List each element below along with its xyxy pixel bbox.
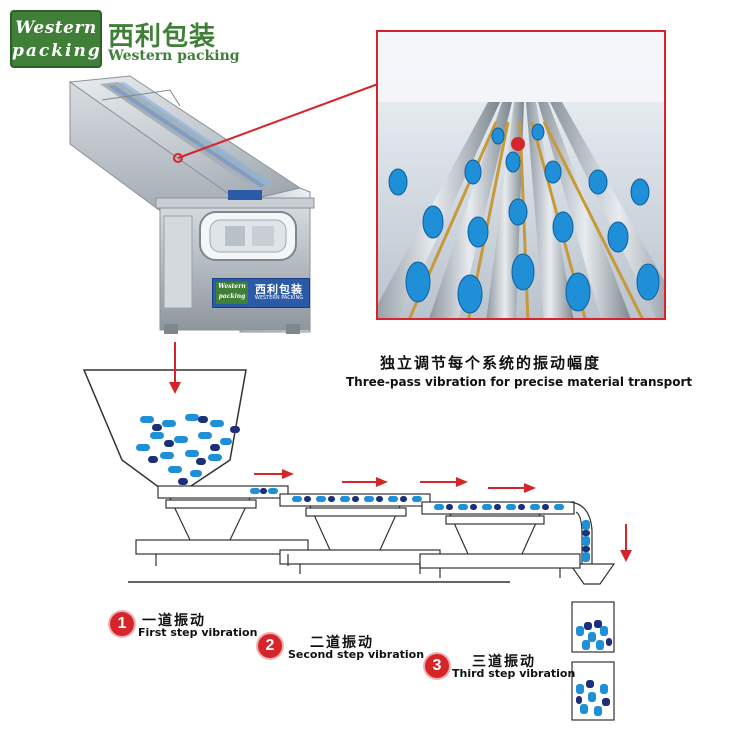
step-3-label-en: Third step vibration <box>452 667 576 680</box>
hopper-capsules <box>136 414 240 485</box>
support-frames <box>135 497 581 578</box>
step-2-label-en: Second step vibration <box>288 648 425 661</box>
vibration-process-diagram <box>82 342 632 721</box>
machine-nameplate: Western packing 西利包装 WESTERN PACKING <box>212 278 310 308</box>
brand-name-en: Western packing <box>108 48 240 64</box>
brand-logo: Western packing <box>10 10 102 68</box>
tray-capsules <box>250 488 564 510</box>
funnel <box>568 563 616 585</box>
step-1-badge: 1 <box>110 612 134 636</box>
caption-en: Three-pass vibration for precise materia… <box>346 375 693 389</box>
flow-arrows <box>254 469 536 493</box>
nameplate-logo-line2: packing <box>218 293 246 300</box>
step-1-label-cn: 一道振动 <box>142 613 206 629</box>
step-2-label-cn: 二道振动 <box>310 635 374 651</box>
nameplate-logo-line1: Western <box>218 283 246 290</box>
capsule-channels-illustration <box>378 32 664 318</box>
logo-line2: packing <box>12 41 102 61</box>
logo-line1: Western <box>15 18 97 38</box>
zoom-detail-photo <box>376 30 666 320</box>
zoom-pointer <box>173 83 379 163</box>
step-1-label-en: First step vibration <box>138 626 258 639</box>
nameplate-text-cn: 西利包装 <box>255 283 303 296</box>
nameplate-text-en: WESTERN PACKING <box>254 295 304 301</box>
caption-cn: 独立调节每个系统的振动幅度 <box>380 354 602 372</box>
step-3-label-cn: 三道振动 <box>472 654 536 670</box>
step-3-badge: 3 <box>425 654 449 678</box>
chute <box>569 501 593 565</box>
brand-name-cn: 西利包装 <box>108 22 217 52</box>
nameplate-logo: Western packing <box>216 282 248 304</box>
hopper <box>82 369 247 489</box>
step-2-badge: 2 <box>258 634 282 658</box>
